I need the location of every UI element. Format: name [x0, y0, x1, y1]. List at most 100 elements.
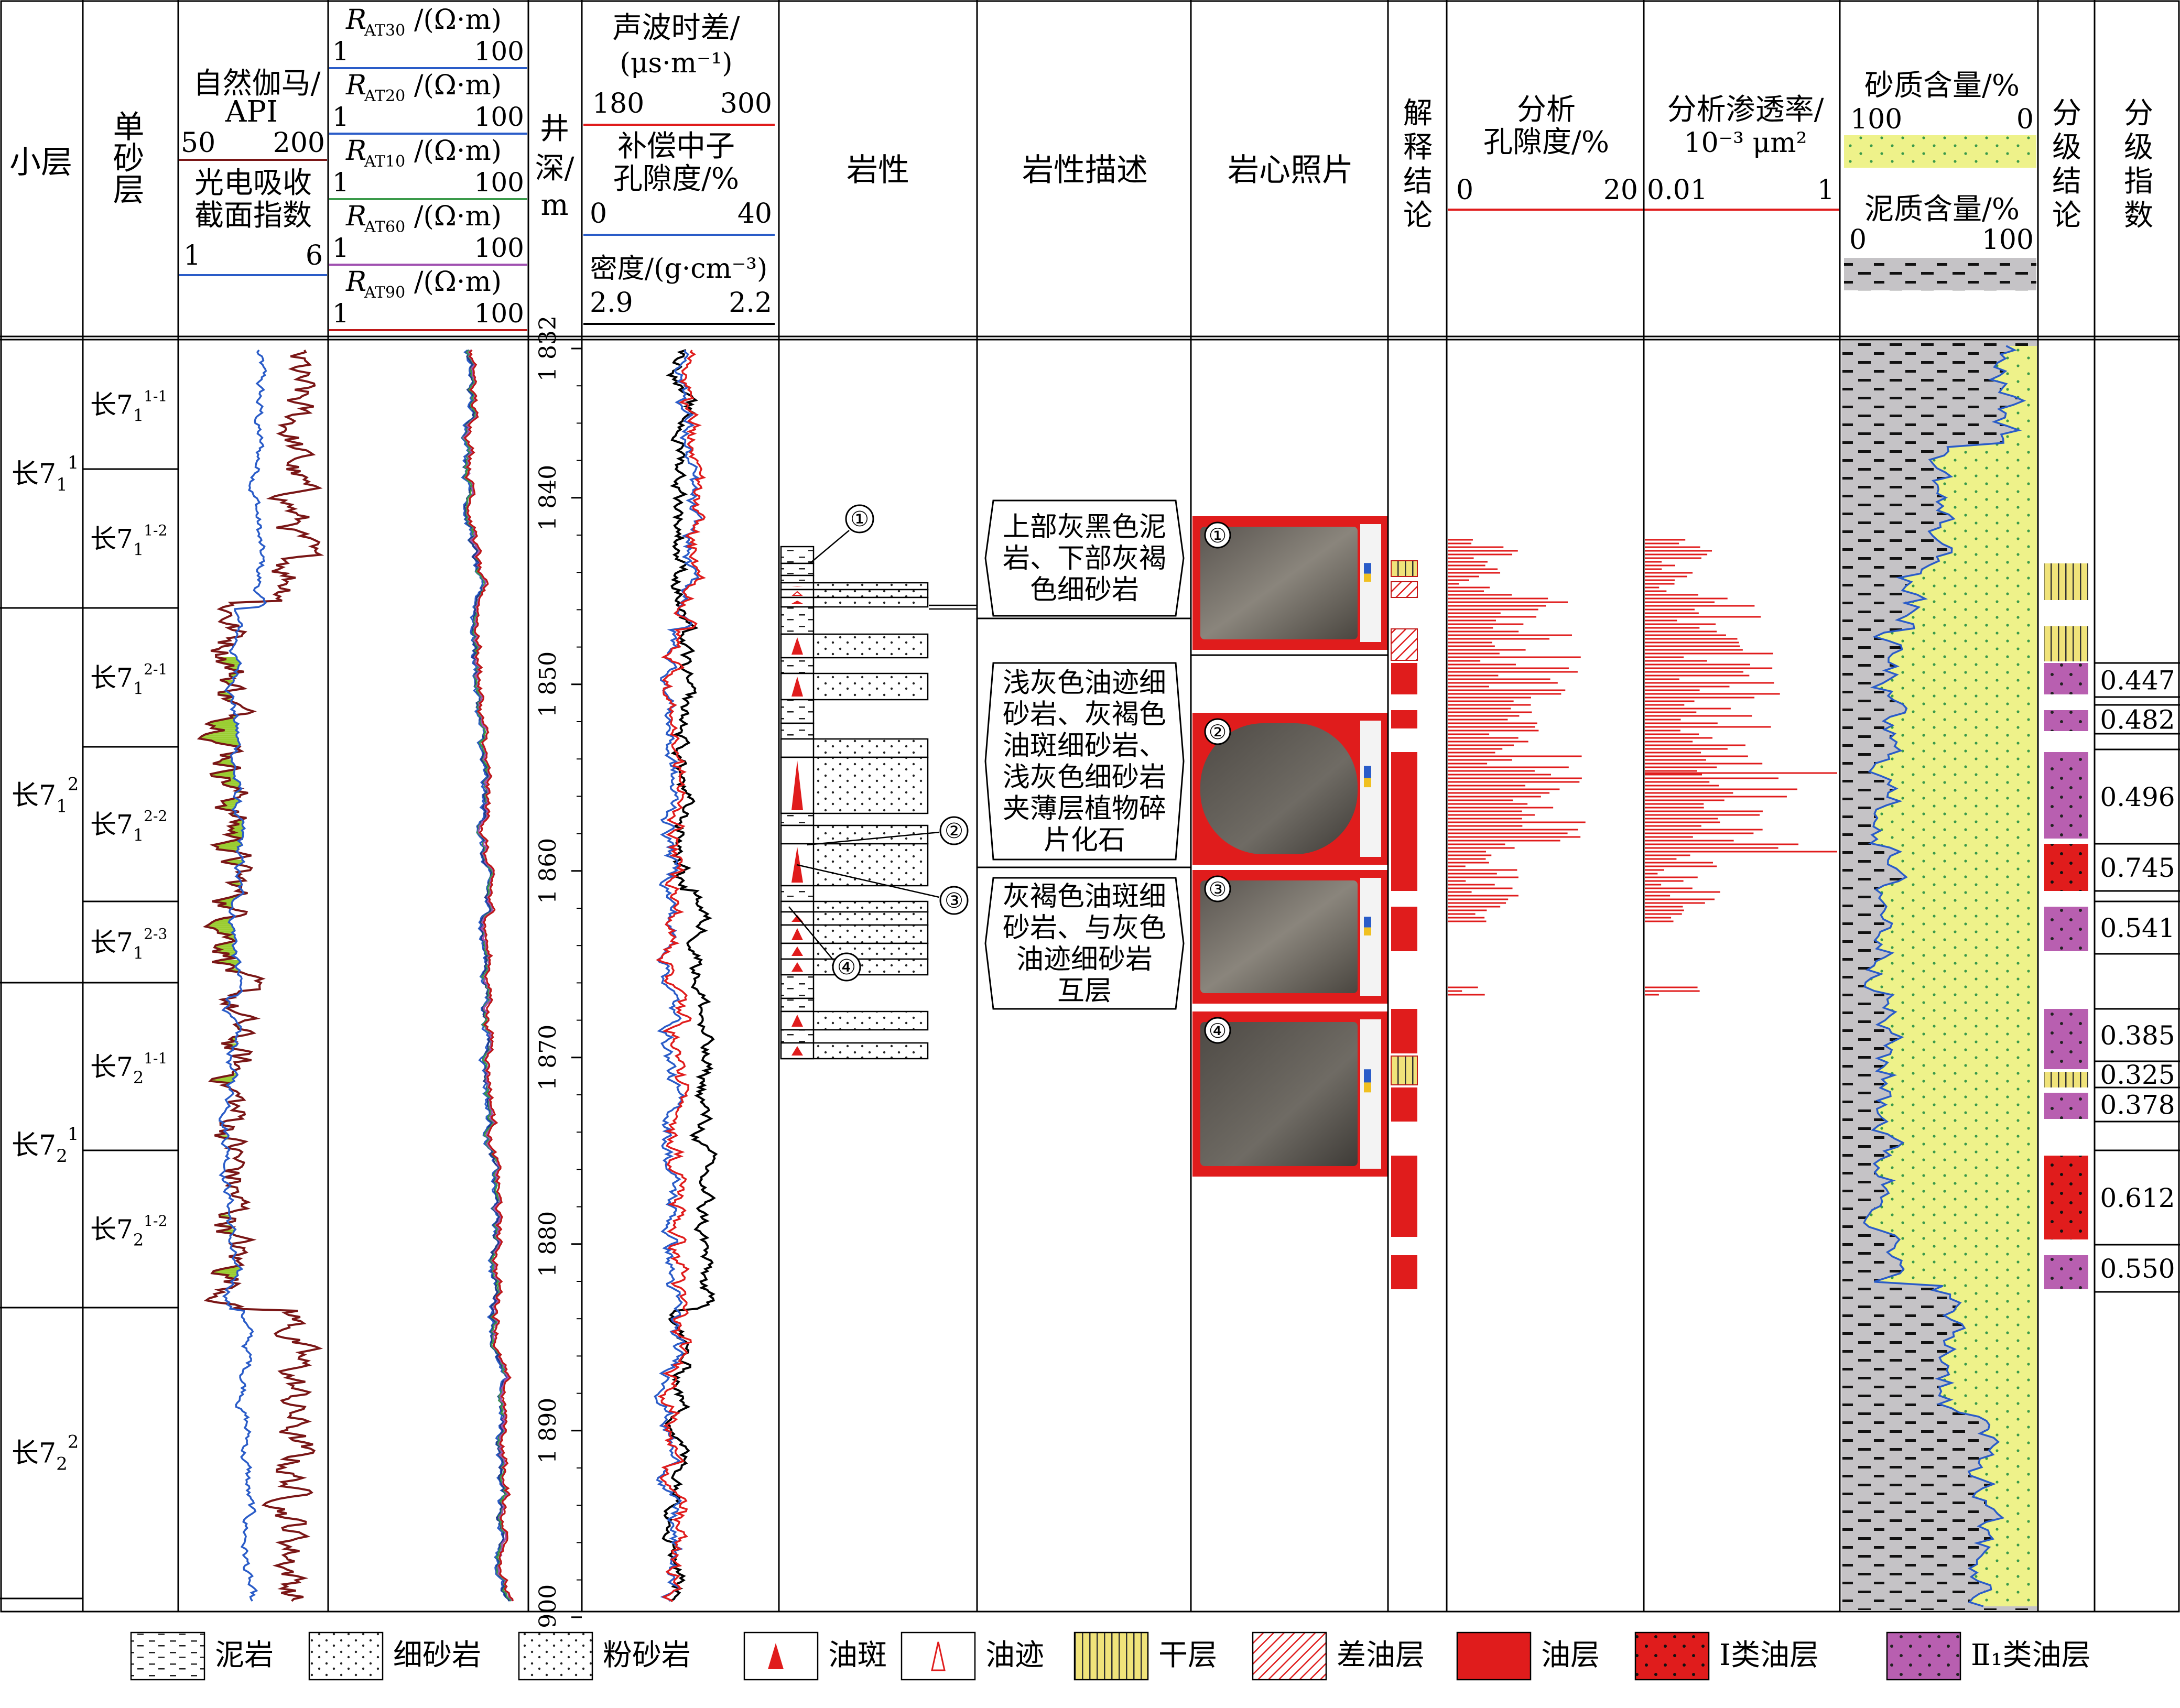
res-header-label-0: R: [345, 4, 366, 36]
sand-layer-label-5: 长721-1: [90, 1050, 167, 1087]
core-marker-label-0: ①: [1209, 524, 1227, 547]
core-marker-circle-3: [1204, 1017, 1231, 1044]
legend-swatch-siltstone: [518, 1631, 593, 1681]
grade-dry-layer: [2044, 626, 2088, 661]
description-line-0-2: 色细砂岩: [1030, 574, 1139, 606]
res-header-unit-2: /(Ω·m): [414, 135, 502, 167]
lithology-bed-strip: [780, 738, 815, 758]
interpretation-column: [1391, 560, 1418, 1289]
grade-index-value-3: 0.745: [2100, 853, 2175, 883]
lithology-bed-mud: [780, 1029, 815, 1044]
gr-pe-green-fill: [211, 726, 238, 728]
lithology-bed-mud: [780, 657, 815, 675]
res-header-min-1: 1: [332, 102, 349, 132]
legend-swatch-mudstone: [130, 1631, 205, 1681]
res-header-sub-2: AT10: [364, 153, 405, 171]
header-grade-3: 结: [2052, 165, 2081, 199]
description-line-0-1: 岩、下部灰褐: [1003, 543, 1166, 574]
gr-pe-green-fill: [212, 1271, 238, 1274]
depth-label-6: 1 890: [535, 1398, 561, 1464]
analysis-porosity-column: [1448, 539, 1586, 996]
gr-pe-track: [197, 349, 324, 1602]
oil-spot-mark: [791, 1015, 803, 1027]
description-line-2-3: 互层: [1057, 975, 1112, 1007]
lithology-bed-mud: [780, 546, 815, 564]
grade-ii-layer: [2044, 1093, 2088, 1119]
header-ac-min: 180: [592, 88, 644, 119]
header-por-title-1: 分析: [1517, 93, 1576, 127]
analysis-permeability-column: [1645, 539, 1837, 996]
gr-pe-green-fill: [201, 734, 237, 737]
pe-curve: [197, 350, 324, 1602]
header-interp-2: 释: [1403, 130, 1433, 165]
header-depth-2: 深/: [535, 151, 574, 186]
res-header-min-2: 1: [332, 167, 349, 198]
sand-content-fill: [1864, 346, 2037, 1606]
description-line-2-1: 砂岩、与灰色: [1003, 912, 1166, 944]
marker-label-3: ④: [837, 955, 856, 980]
lithology-bed-strip: [780, 824, 815, 845]
interp-poor-layer: [1391, 581, 1418, 598]
depth-label-0: 1 832: [535, 316, 561, 382]
header-index-2: 级: [2124, 130, 2153, 165]
core-marker-label-3: ④: [1209, 1019, 1227, 1042]
core-scale-strip-2: [1360, 878, 1381, 996]
header-por-min: 0: [1456, 175, 1473, 206]
depth-label-1: 1 840: [535, 465, 561, 531]
legend-label-oil-layer: 油层: [1541, 1638, 1600, 1672]
header-lithology: 岩性: [847, 152, 909, 189]
zone-label-0: 长711: [12, 452, 79, 495]
description-line-2-2: 油迹细砂岩: [1016, 944, 1153, 975]
gr-pe-green-fill: [222, 782, 241, 785]
resistivity-curve-4: [463, 349, 514, 1602]
grade-dry-layer: [2044, 563, 2088, 600]
grade-ii-layer: [2044, 663, 2088, 694]
porosity-log-track: [654, 349, 718, 1602]
interp-oil-layer: [1391, 1156, 1417, 1237]
zone-label-1: 长712: [12, 774, 79, 817]
interp-oil-layer: [1391, 710, 1417, 728]
description-line-1-4: 夹薄层植物碎: [1003, 793, 1166, 825]
legend-label-siltstone: 粉砂岩: [603, 1638, 691, 1672]
gr-pe-green-fill: [214, 928, 235, 931]
header-depth-3: m: [540, 188, 568, 222]
legend-label-poor-oil-layer: 差油层: [1337, 1638, 1425, 1672]
lithology-bed-strip: [780, 900, 815, 913]
lithology-bed-mud: [780, 606, 815, 635]
header-mud-min: 0: [1849, 224, 1867, 256]
description-line-1-0: 浅灰色油迹细: [1003, 668, 1166, 699]
depth-label-4: 1 870: [535, 1025, 561, 1091]
legend-swatch-oil-trace: [931, 1641, 946, 1671]
header-sand-title: 砂质含量/%: [1864, 69, 2020, 103]
header-perm-title-1: 分析渗透率/: [1667, 93, 1824, 127]
header-depth-1: 井: [540, 112, 569, 146]
sand-layer-label-1: 长711-2: [90, 522, 167, 560]
res-header-label-3: R: [345, 201, 366, 232]
res-header-min-4: 1: [332, 298, 349, 329]
grade-ii-layer: [2044, 1009, 2088, 1069]
gr-pe-green-fill: [205, 924, 233, 927]
res-header-max-2: 100: [474, 167, 524, 198]
legend-swatch-box-oil-trace: [901, 1631, 976, 1681]
header-pe-title-2: 截面指数: [194, 199, 312, 233]
header-sand-min: 100: [1850, 104, 1902, 135]
legend-swatch-fine-sandstone: [308, 1631, 384, 1681]
gr-pe-green-fill: [223, 803, 237, 806]
header-ac-title: 声波时差/: [613, 11, 740, 45]
legend-label-dry-layer: 干层: [1158, 1638, 1217, 1672]
res-header-unit-3: /(Ω·m): [414, 201, 502, 232]
table-grid: [0, 0, 2180, 1613]
res-header-max-3: 100: [474, 233, 524, 263]
marker-circle-1: [939, 816, 969, 845]
lithology-bed-mud: [780, 562, 815, 576]
interp-oil-layer: [1391, 663, 1417, 694]
core-scale-yellow-1: [1364, 778, 1371, 788]
cnl-curve: [655, 350, 707, 1602]
core-photo-2: [1200, 880, 1358, 993]
legend-label-class-i-oil-layer: Ⅰ类油层: [1719, 1638, 1819, 1672]
grade-conclusion-column: [2044, 563, 2088, 1289]
grade-i-layer: [2044, 844, 2088, 891]
